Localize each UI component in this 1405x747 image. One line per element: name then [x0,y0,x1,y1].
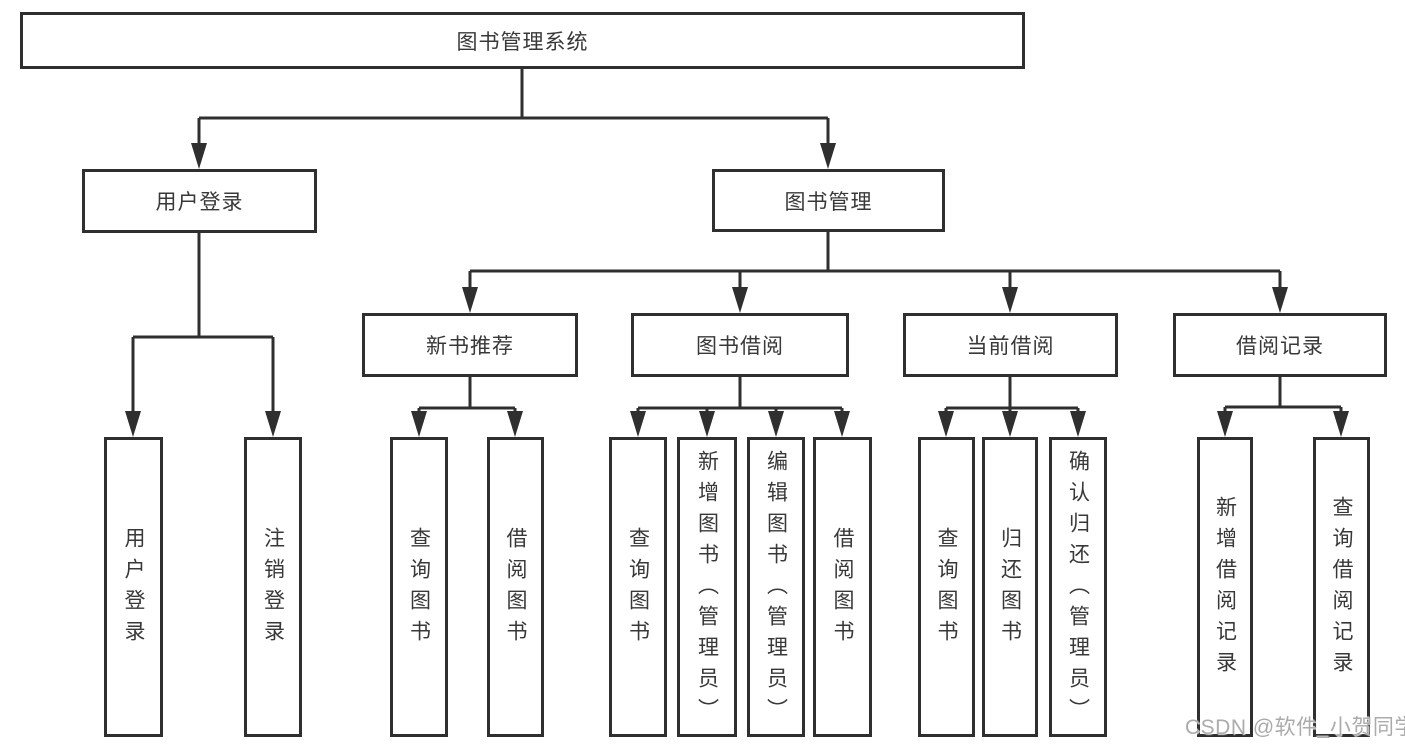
node-query-borrow-record: 查询借阅记录 [1313,437,1370,737]
node-borrow-books: 借阅图书 [813,437,872,737]
node-login: 用户登录 [104,437,163,737]
node-book-borrow: 图书借阅 [631,313,849,377]
node-query-books-recommend: 查询图书 [390,437,448,737]
node-user-login: 用户登录 [82,169,317,233]
node-query-books-borrow: 查询图书 [609,437,667,737]
node-borrow-books-recommend: 借阅图书 [487,437,544,737]
node-book-management: 图书管理 [712,169,945,232]
node-logout: 注销登录 [244,437,302,737]
node-add-borrow-record: 新增借阅记录 [1197,437,1253,737]
node-return-book: 归还图书 [982,437,1038,737]
node-borrow-records: 借阅记录 [1173,313,1387,377]
csdn-watermark: CSDN @软件_小贺同学 [1185,716,1405,739]
node-add-book-admin: 新增图书（管理员） [677,437,737,737]
wire-borrow-records [1223,377,1343,416]
node-edit-book-admin: 编辑图书（管理员） [747,437,805,737]
wire-user-login [131,233,275,415]
wire-book-borrow [636,377,844,416]
node-confirm-return-admin: 确认归还（管理员） [1049,437,1107,737]
node-query-books-current: 查询图书 [918,437,975,737]
node-current-borrow: 当前借阅 [903,313,1118,377]
node-library-system: 图书管理系统 [20,12,1025,69]
wire-root [197,69,830,147]
node-new-book-recommend: 新书推荐 [362,313,578,377]
wire-current-borrow [944,377,1080,416]
arrowheads [125,143,1349,437]
wire-book-management [468,232,1282,291]
wire-new-book-recommend [417,377,517,416]
